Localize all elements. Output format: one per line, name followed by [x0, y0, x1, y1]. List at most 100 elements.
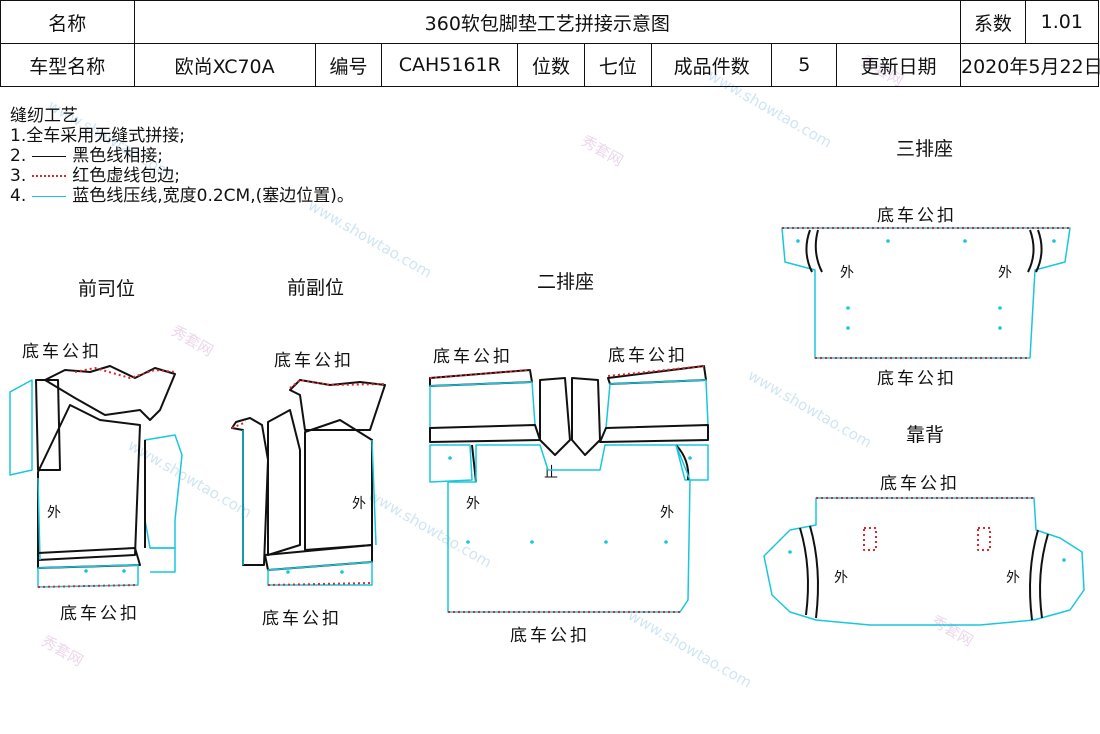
notes-line-2: 2. 黑色线相接; [10, 146, 354, 166]
clip-label: 底车公扣 [877, 369, 957, 389]
notes-line-2-text: 黑色线相接; [72, 146, 163, 166]
passenger-bottom-edge [267, 582, 373, 586]
driver-dot [122, 569, 126, 573]
header-table: 名称 360软包脚垫工艺拼接示意图 系数 1.01 车型名称 欧尚XC70A 编… [0, 0, 1100, 87]
code-value: CAH5161R [381, 43, 519, 87]
passenger-top-edge [289, 379, 386, 389]
row3-main-piece [781, 227, 1071, 359]
name-label: 名称 [0, 0, 135, 44]
title-passenger: 前副位 [287, 277, 345, 299]
passenger-mid-strip [267, 409, 301, 556]
backrest-mat [763, 497, 1085, 626]
row3-dot [998, 326, 1002, 330]
notes-line-3: 3. 红色虚线包边; [10, 166, 354, 186]
notes-line-3-num: 3. [10, 166, 27, 186]
clip-label: 底车公扣 [262, 609, 342, 629]
row3-right-seam [1035, 229, 1043, 273]
row2-dot [688, 456, 692, 460]
driver-top-edge [74, 367, 176, 379]
title-row3: 三排座 [896, 138, 954, 160]
row2-mat [429, 365, 709, 613]
row2-right-top-piece [605, 379, 709, 429]
date-value: 2020年5月22日 [960, 43, 1100, 87]
row3-left-seam-2 [814, 229, 823, 273]
outer-label: 外 [1006, 570, 1020, 586]
outer-label: 外 [466, 496, 480, 512]
backrest-main-piece [763, 497, 1085, 626]
clip-label: 底车公扣 [877, 206, 957, 226]
row3-dot [846, 306, 850, 310]
row2-left-top-piece [429, 381, 536, 429]
driver-bottom-edge [37, 584, 139, 588]
backrest-dot [788, 550, 792, 554]
seats-value: 七位 [583, 43, 652, 87]
passenger-dot [286, 570, 290, 574]
row3-mat [781, 227, 1071, 359]
row2-left-cap [429, 444, 473, 483]
title-backrest: 靠背 [906, 424, 945, 446]
row2-dot [664, 540, 668, 544]
outer-label: 外 [840, 265, 854, 281]
notes-line-4: 4. 蓝色线压线,宽度0.2CM,(塞边位置)。 [10, 186, 354, 206]
row3-left-seam [805, 229, 813, 273]
driver-left-strip [9, 379, 33, 476]
driver-right-piece [144, 434, 183, 549]
row2-dot [466, 540, 470, 544]
coef-value: 1.01 [1024, 0, 1100, 44]
pieces-value: 5 [771, 43, 838, 87]
driver-main-piece [37, 404, 141, 561]
row2-main-piece [447, 444, 691, 613]
outer-label: 外 [660, 505, 674, 521]
row3-dot [886, 239, 890, 243]
row2-right-cap [675, 444, 709, 481]
passenger-mat [231, 379, 386, 586]
clip-label: 底车公扣 [608, 346, 688, 366]
notes-line-4-text: 蓝色线压线,宽度0.2CM,(塞边位置)。 [72, 186, 354, 206]
clip-label: 底车公扣 [433, 347, 513, 367]
outer-label: 外 [834, 570, 848, 586]
outer-label: 外 [998, 265, 1012, 281]
driver-bottom-strip [37, 564, 139, 588]
title-row2: 二排座 [537, 271, 595, 293]
passenger-main-piece [304, 419, 373, 551]
clip-label: 底车公扣 [274, 351, 354, 371]
row3-dot [998, 306, 1002, 310]
driver-left-strip-2 [35, 379, 61, 471]
passenger-bottom-strip [267, 561, 373, 586]
row2-dot [604, 540, 608, 544]
row2-center-right-piece [571, 377, 601, 456]
row2-left-band [429, 424, 541, 443]
clip-label: 底车公扣 [510, 626, 590, 646]
row2-dot [448, 456, 452, 460]
row2-right-band [599, 424, 709, 443]
driver-mat [9, 365, 183, 588]
row3-dot [1052, 239, 1056, 243]
driver-top-piece [44, 365, 176, 421]
row3-right-seam-2 [1027, 229, 1035, 273]
notes-line-1: 1.全车采用无缝式拼接; [10, 126, 185, 146]
backrest-right-seam [1039, 533, 1049, 619]
passenger-left-piece [231, 417, 269, 566]
passenger-main-right-edge [371, 439, 377, 546]
title-driver: 前司位 [78, 278, 136, 300]
clip-label: 底车公扣 [60, 604, 140, 624]
outer-label: 外 [352, 496, 366, 512]
pieces-label: 成品件数 [650, 43, 773, 87]
blue-line-swatch [32, 195, 67, 197]
backrest-slot-left [863, 527, 877, 551]
sewing-notes: 缝纫工艺 1.全车采用无缝式拼接; 2. 黑色线相接; 3. 红色虚线包边; 4… [10, 106, 354, 206]
notes-line-4-num: 4. [10, 186, 27, 206]
black-line-swatch [32, 155, 67, 157]
row3-dot [846, 326, 850, 330]
backrest-dot [1062, 558, 1066, 562]
date-label: 更新日期 [836, 43, 961, 87]
document-title: 360软包脚垫工艺拼接示意图 [133, 0, 962, 44]
driver-bottom-band [37, 547, 141, 569]
passenger-top-piece [289, 379, 386, 431]
row2-center-left-piece [539, 377, 571, 456]
driver-corner [150, 547, 176, 573]
passenger-dot [340, 570, 344, 574]
backrest-left-seam [799, 527, 809, 616]
